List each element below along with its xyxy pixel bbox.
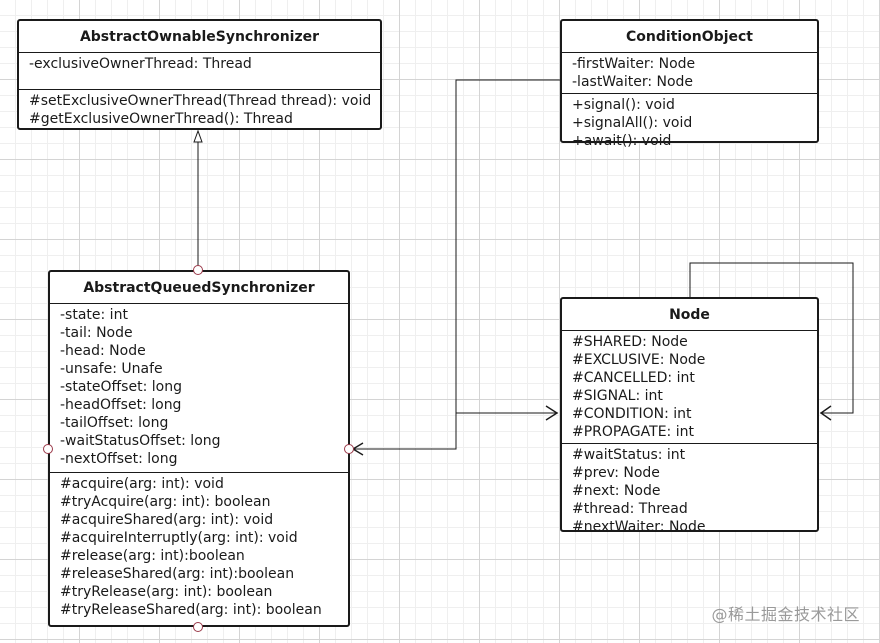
member-row: #SHARED: Node: [572, 334, 688, 350]
class-name: AbstractQueuedSynchronizer: [50, 272, 348, 304]
member-row: -waitStatusOffset: long: [60, 433, 221, 449]
member-row: -nextOffset: long: [60, 451, 178, 467]
member-row: -headOffset: long: [60, 397, 182, 413]
attributes-section: -firstWaiter: Node -lastWaiter: Node: [562, 53, 817, 94]
member-row: #thread: Thread: [572, 501, 688, 517]
member-row: #tryAcquire(arg: int): boolean: [60, 494, 271, 510]
member-row: #CONDITION: int: [572, 406, 692, 422]
methods-section: +signal(): void +signalAll(): void +await(…: [562, 94, 817, 150]
attributes-section: -exclusiveOwnerThread: Thread: [19, 53, 380, 90]
node-self-arrowhead: [819, 405, 832, 421]
aqs-arrowhead: [351, 442, 364, 456]
member-row: -tailOffset: long: [60, 415, 169, 431]
abstract-queued-synchronizer-class[interactable]: AbstractQueuedSynchronizer -state: int -t…: [48, 270, 350, 627]
member-row: #tryRelease(arg: int): boolean: [60, 584, 273, 600]
member-row: -tail: Node: [60, 325, 133, 341]
member-row: #release(arg: int):boolean: [60, 548, 245, 564]
inheritance-arrowhead: [193, 129, 203, 143]
member-row: -stateOffset: long: [60, 379, 182, 395]
member-row: -exclusiveOwnerThread: Thread: [29, 56, 252, 72]
member-row: #prev: Node: [572, 465, 660, 481]
member-row: #next: Node: [572, 483, 661, 499]
member-row: #acquireInterruptly(arg: int): void: [60, 530, 298, 546]
class-name: AbstractOwnableSynchronizer: [19, 21, 380, 53]
conditionobject-to-aqs-line: [352, 79, 560, 450]
abstract-ownable-synchronizer-class[interactable]: AbstractOwnableSynchronizer -exclusiveOw…: [17, 19, 382, 130]
member-row: -unsafe: Unafe: [60, 361, 163, 377]
constants-section: #SHARED: Node #EXCLUSIVE: Node #CANCELLED:…: [562, 331, 817, 444]
member-row: -head: Node: [60, 343, 146, 359]
condition-object-class[interactable]: ConditionObject -firstWaiter: Node -lastW…: [560, 19, 819, 149]
member-row: -state: int: [60, 307, 128, 323]
class-name: ConditionObject: [562, 21, 817, 53]
watermark-text: @稀土掘金技术社区: [711, 605, 860, 624]
fields-section: #waitStatus: int #prev: Node #next: Node #t…: [562, 444, 817, 536]
member-row: #acquireShared(arg: int): void: [60, 512, 274, 528]
member-row: #acquire(arg: int): void: [60, 476, 224, 492]
member-row: +signal(): void: [572, 97, 675, 113]
attributes-section: -state: int -tail: Node -head: Node -unsafe…: [50, 304, 348, 473]
methods-section: #setExclusiveOwnerThread(Thread thread):…: [19, 90, 380, 128]
member-row: #PROPAGATE: int: [572, 424, 694, 440]
node-class[interactable]: Node #SHARED: Node #EXCLUSIVE: Node #CANCE…: [560, 297, 819, 535]
class-name: Node: [562, 299, 817, 331]
member-row: #getExclusiveOwnerThread(): Thread: [29, 111, 293, 127]
node-arrowhead: [545, 405, 559, 421]
methods-section: #acquire(arg: int): void #tryAcquire(arg:…: [50, 473, 348, 619]
member-row: #tryReleaseShared(arg: int): boolean: [60, 602, 322, 618]
member-row: -lastWaiter: Node: [572, 74, 694, 90]
member-row: #EXCLUSIVE: Node: [572, 352, 706, 368]
member-row: +signalAll(): void: [572, 115, 693, 131]
member-row: #setExclusiveOwnerThread(Thread thread):…: [29, 93, 372, 109]
member-row: #CANCELLED: int: [572, 370, 695, 386]
member-row: #nextWaiter: Node: [572, 519, 706, 535]
member-row: #SIGNAL: int: [572, 388, 663, 404]
member-row: #waitStatus: int: [572, 447, 686, 463]
member-row: +await(): void: [572, 133, 672, 149]
member-row: -firstWaiter: Node: [572, 56, 696, 72]
member-row: #releaseShared(arg: int):boolean: [60, 566, 295, 582]
